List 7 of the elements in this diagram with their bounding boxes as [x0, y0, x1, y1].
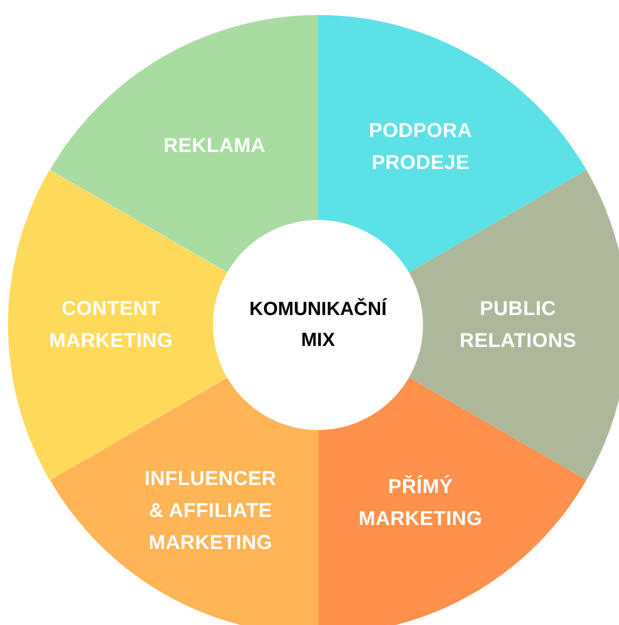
sector-label: INFLUENCER & AFFILIATE MARKETING [144, 467, 278, 556]
sector-label: PŘÍMÝ MARKETING [358, 474, 484, 532]
sector-label: REKLAMA [162, 134, 267, 159]
sector-label: PUBLIC RELATIONS [458, 297, 578, 354]
center-label: KOMUNIKAČNÍ MIX [248, 297, 388, 353]
sector-label: PODPORA PRODEJE [368, 119, 474, 176]
sector-label: CONTENT MARKETING [48, 297, 174, 354]
